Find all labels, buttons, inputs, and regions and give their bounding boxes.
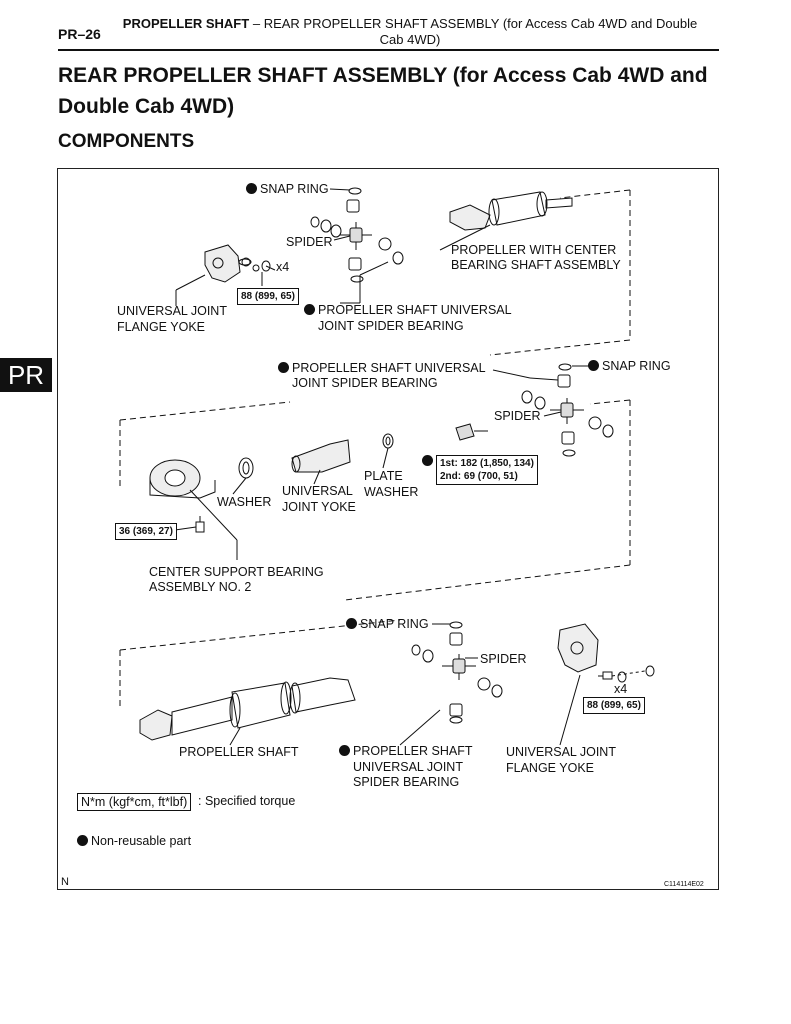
label-snap-ring-1: SNAP RING	[246, 182, 329, 197]
non-reusable-dot-icon	[588, 360, 599, 371]
torque-spec-4: 88 (899, 65)	[583, 697, 645, 714]
label-csb-a: CENTER SUPPORT BEARING	[149, 565, 324, 579]
assembly-boundary-top	[489, 189, 631, 356]
non-reusable-dot-icon	[339, 745, 350, 756]
page-title: REAR PROPELLER SHAFT ASSEMBLY (for Acces…	[58, 64, 708, 118]
nut-non-reusable	[422, 454, 436, 469]
side-tab: PR	[0, 358, 52, 392]
label-plate-washer-a: PLATE	[364, 469, 403, 483]
label-plate-washer-b: WASHER	[364, 485, 419, 499]
torque-spec-2-line2: 2nd: 69 (700, 51)	[440, 471, 518, 482]
label-pusjb-2a: PROPELLER SHAFT UNIVERSAL	[278, 361, 486, 376]
non-reusable-dot-icon	[278, 362, 289, 373]
label-propeller-shaft: PROPELLER SHAFT	[179, 745, 299, 759]
label-pusjb-3b: UNIVERSAL JOINT	[353, 760, 463, 774]
torque-spec-2-line1: 1st: 182 (1,850, 134)	[440, 458, 534, 469]
page-code: PR–26	[58, 26, 101, 42]
torque-spec-3: 36 (369, 27)	[115, 523, 177, 540]
label-propeller-center-2: BEARING SHAFT ASSEMBLY	[451, 258, 621, 272]
label-x4-2: x4	[614, 682, 628, 696]
non-reusable-dot-icon	[422, 455, 433, 466]
header-title: PROPELLER SHAFT – REAR PROPELLER SHAFT A…	[120, 16, 700, 48]
label-ujfy-1b: FLANGE YOKE	[117, 320, 205, 334]
header-rule	[58, 49, 719, 51]
figure-footer-left: N	[61, 876, 69, 888]
legend-unit-text: : Specified torque	[198, 794, 296, 808]
label-uj-yoke-a: UNIVERSAL	[282, 484, 353, 498]
section-title: COMPONENTS	[58, 131, 195, 152]
label-spider-1: SPIDER	[286, 235, 333, 249]
label-pusjb-2b: JOINT SPIDER BEARING	[292, 376, 438, 390]
label-pusjb-3a: PROPELLER SHAFT	[339, 744, 472, 759]
label-snap-ring-2: SNAP RING	[588, 359, 671, 374]
label-uj-yoke-b: JOINT YOKE	[282, 500, 356, 514]
label-washer: WASHER	[217, 495, 272, 509]
non-reusable-dot-icon	[346, 618, 357, 629]
non-reusable-dot-icon	[246, 183, 257, 194]
label-csb-b: ASSEMBLY NO. 2	[149, 580, 252, 594]
label-pusjb-1b: JOINT SPIDER BEARING	[318, 319, 464, 333]
header-separator: –	[252, 16, 261, 31]
label-propeller-center-1: PROPELLER WITH CENTER	[451, 243, 617, 257]
label-spider-2: SPIDER	[494, 409, 541, 423]
non-reusable-dot-icon	[77, 835, 88, 846]
label-x4-1: x4	[276, 260, 290, 274]
label-ujfy-2a: UNIVERSAL JOINT	[506, 745, 616, 759]
snap-ring-shape	[348, 187, 362, 195]
legend-unit-box: N*m (kgf*cm, ft*lbf)	[77, 793, 192, 811]
legend-non-reusable: Non-reusable part	[77, 834, 191, 849]
label-ujfy-2b: FLANGE YOKE	[506, 761, 594, 775]
label-spider-3: SPIDER	[480, 652, 527, 666]
label-snap-ring-3: SNAP RING	[346, 617, 429, 632]
label-pusjb-3c: SPIDER BEARING	[353, 775, 460, 789]
label-pusjb-1a: PROPELLER SHAFT UNIVERSAL	[304, 303, 512, 318]
torque-spec-2: 1st: 182 (1,850, 134) 2nd: 69 (700, 51)	[436, 455, 538, 485]
header-section: PROPELLER SHAFT	[122, 16, 250, 31]
components-figure-frame	[57, 168, 719, 890]
header-subtitle: REAR PROPELLER SHAFT ASSEMBLY (for Acces…	[263, 16, 698, 47]
non-reusable-dot-icon	[304, 304, 315, 315]
figure-code: C114114E02	[664, 881, 704, 888]
label-ujfy-1a: UNIVERSAL JOINT	[117, 304, 227, 318]
assembly-boundary-middle	[119, 399, 631, 601]
torque-spec-1: 88 (899, 65)	[237, 288, 299, 305]
